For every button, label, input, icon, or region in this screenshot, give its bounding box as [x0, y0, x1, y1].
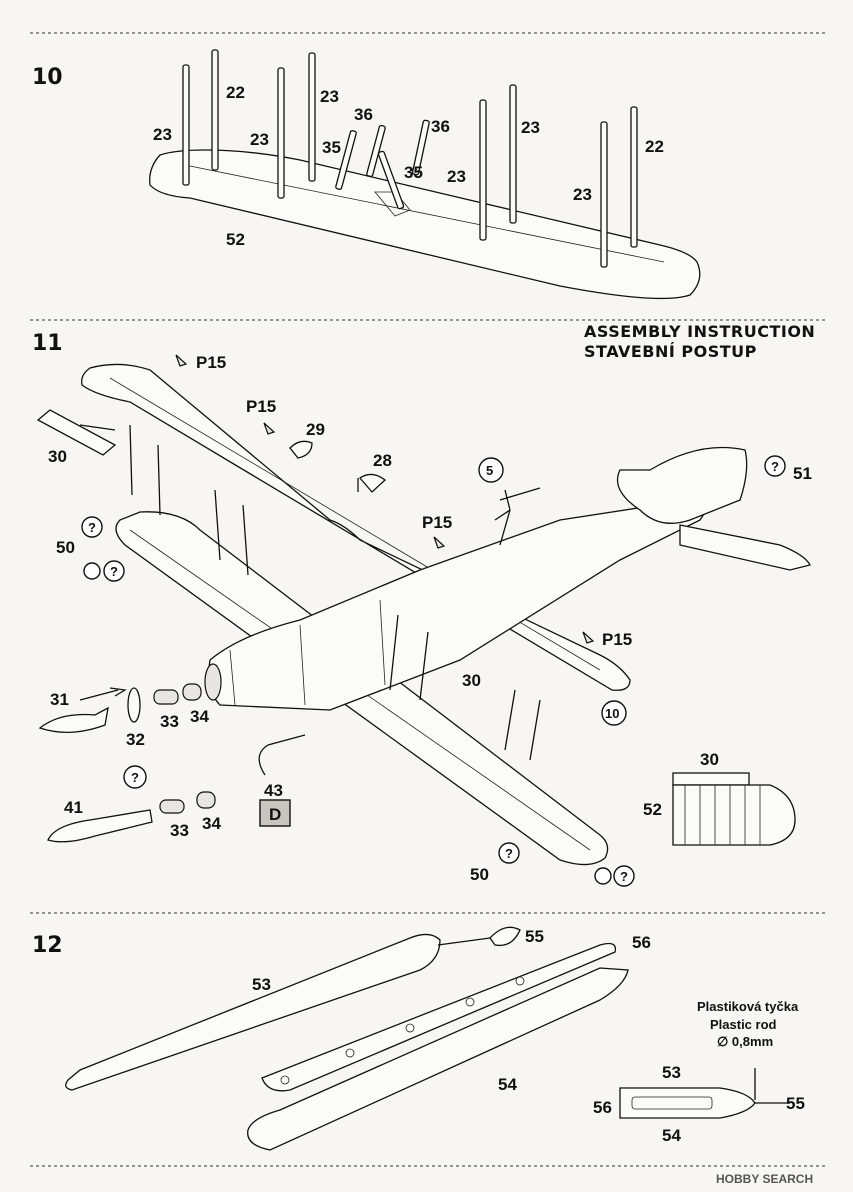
float-half-54	[247, 967, 629, 1151]
label-22: 22	[226, 83, 245, 102]
part-30-strip	[36, 409, 117, 456]
tail-plane	[679, 524, 811, 571]
label-41: 41	[64, 798, 83, 817]
part-32	[127, 687, 141, 723]
label-p15: P15	[602, 630, 632, 649]
label-p15: P15	[246, 397, 276, 416]
label-22: 22	[645, 137, 664, 156]
label-23: 23	[447, 167, 466, 186]
step-10: 10 22 23 23 23 36 36 35 35 23 23 2	[32, 49, 701, 300]
svg-text:?: ?	[620, 869, 628, 884]
part-43-box	[259, 799, 291, 827]
svg-text:?: ?	[131, 770, 139, 785]
part-41	[47, 809, 153, 843]
svg-text:?: ?	[88, 520, 96, 535]
part-28	[359, 473, 387, 493]
header-assembly-instruction: ASSEMBLY INSTRUCTION	[584, 322, 815, 341]
struts-10	[182, 49, 638, 268]
label-23: 23	[521, 118, 540, 137]
label-53: 53	[252, 975, 271, 994]
label-23: 23	[573, 185, 592, 204]
label-33: 33	[170, 821, 189, 840]
rod-label-en: Plastic rod	[710, 1017, 777, 1032]
label-55: 55	[525, 927, 544, 946]
label-36: 36	[354, 105, 373, 124]
svg-text:?: ?	[505, 846, 513, 861]
label-23: 23	[250, 130, 269, 149]
label-56: 56	[632, 933, 651, 952]
label-32: 32	[126, 730, 145, 749]
header-stavebni-postup: STAVEBNÍ POSTUP	[584, 342, 757, 361]
label-34: 34	[202, 814, 221, 833]
detail-label-55: 55	[786, 1094, 805, 1113]
question-markers: ? ? ? ? ? ?	[81, 455, 786, 887]
detail-inset: 30 52	[643, 750, 796, 846]
label-33: 33	[160, 712, 179, 731]
label-51: 51	[793, 464, 812, 483]
detail-label-53: 53	[662, 1063, 681, 1082]
detail-label-30: 30	[700, 750, 719, 769]
label-30: 30	[462, 671, 481, 690]
label-p15: P15	[422, 513, 452, 532]
svg-text:?: ?	[771, 459, 779, 474]
label-54: 54	[498, 1075, 517, 1094]
label-50: 50	[470, 865, 489, 884]
part-43-box-letter: D	[269, 805, 281, 824]
rod-diameter: ∅ 0,8mm	[717, 1034, 773, 1049]
propeller-31	[38, 706, 109, 733]
step-11: 11 ASSEMBLY INSTRUCTION STAVEBNÍ POSTUP	[32, 322, 815, 887]
label-50: 50	[56, 538, 75, 557]
part-29	[289, 440, 313, 459]
rod-label-cz: Plastiková tyčka	[697, 999, 799, 1014]
label-28: 28	[373, 451, 392, 470]
step-number-12: 12	[32, 933, 63, 958]
part-55	[489, 926, 521, 947]
subassembly-10-number: 10	[605, 706, 619, 721]
part-34	[182, 683, 202, 701]
label-p15: P15	[196, 353, 226, 372]
part-43	[258, 734, 306, 776]
label-35: 35	[404, 163, 423, 182]
step-number-10: 10	[32, 65, 63, 90]
float-half-53	[65, 933, 441, 1091]
label-23: 23	[153, 125, 172, 144]
label-23: 23	[320, 87, 339, 106]
label-30: 30	[48, 447, 67, 466]
label-36: 36	[431, 117, 450, 136]
subassembly-5: 5	[478, 457, 541, 546]
float-deck	[261, 942, 617, 1092]
subassembly-5-number: 5	[486, 463, 493, 478]
svg-text:?: ?	[110, 564, 118, 579]
detail-label-56: 56	[593, 1098, 612, 1117]
interplane-struts	[129, 424, 541, 761]
detail-label-54: 54	[662, 1126, 681, 1145]
watermark: HOBBY SEARCH	[716, 1172, 813, 1186]
part-33	[153, 689, 179, 705]
label-31: 31	[50, 690, 69, 709]
label-34: 34	[190, 707, 209, 726]
float-detail	[619, 1087, 756, 1119]
label-35: 35	[322, 138, 341, 157]
tail-fin	[616, 446, 748, 524]
step-12: 12 55 56 53 54 Plastiková tyčka Plastic …	[32, 926, 805, 1151]
detail-label-52: 52	[643, 800, 662, 819]
lower-wing-52	[149, 149, 701, 300]
label-43: 43	[264, 781, 283, 800]
label-29: 29	[306, 420, 325, 439]
step-number-11: 11	[32, 331, 63, 356]
label-52: 52	[226, 230, 245, 249]
